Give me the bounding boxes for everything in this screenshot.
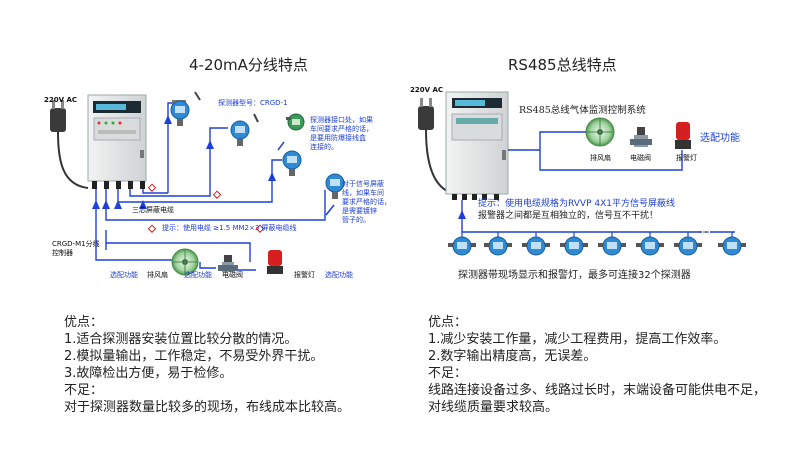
rs485-detector-2 — [484, 232, 512, 256]
right-title: RS485总线特点 — [508, 56, 617, 74]
right-con-2: 对线缆质量要求较高。 — [428, 400, 559, 415]
left-tip: 提示：使用电缆 ≥1.5 MM2×3 屏蔽电缆线 — [162, 224, 297, 232]
left-valve-label: 电磁阀 — [222, 271, 243, 279]
left-detector-2 — [230, 113, 259, 146]
left-alarm-light — [267, 250, 283, 274]
right-solenoid-valve — [630, 127, 652, 147]
left-cons-title: 不足： — [64, 383, 104, 398]
left-optional-2: 选配功能 — [184, 271, 212, 279]
left-cable-label: 三芯屏蔽电缆 — [132, 206, 174, 214]
right-con-1: 线路连接设备过多、线路过长时，末端设备可能供电不足， — [428, 383, 767, 398]
left-solenoid-valve — [218, 255, 238, 272]
left-pro-2: 2.模拟量输出，工作稳定，不易受外界干扰。 — [64, 349, 324, 364]
rs485-detector-4 — [560, 232, 588, 256]
right-summary: 优点： 1.减少安装工作量，减少工程费用，提高工作效率。 2.数字输出精度高，无… — [428, 314, 766, 416]
left-detector-model: 探测器型号：CRGD-1 — [218, 99, 288, 107]
left-controller-cabinet — [87, 94, 147, 189]
left-fan-label: 排风扇 — [147, 271, 168, 279]
right-detector-row — [448, 232, 746, 256]
left-pros-title: 优点： — [64, 315, 104, 330]
rs485-detector-7 — [674, 232, 702, 256]
right-alarm-light — [675, 122, 691, 149]
left-diagram — [50, 91, 345, 276]
left-wires — [95, 102, 326, 271]
left-summary: 优点： 1.适合探测器安装位置比较分散的情况。 2.模拟量输出，工作稳定，不易受… — [64, 314, 350, 416]
right-cons-title: 不足： — [428, 366, 468, 381]
right-optional-label: 选配功能 — [700, 133, 740, 144]
right-system-label: RS485总线气体监测控制系统 — [519, 105, 646, 116]
left-title: 4-20mA分线特点 — [189, 56, 308, 74]
left-pro-1: 1.适合探测器安装位置比较分散的情况。 — [64, 332, 298, 347]
left-exhaust-fan — [171, 248, 199, 276]
left-detector-3 — [277, 141, 302, 176]
left-power-plug — [50, 100, 89, 189]
right-detectors-caption: 探测器带现场显示和报警灯，最多可连接32个探测器 — [458, 270, 691, 281]
right-diagram — [418, 91, 746, 256]
left-optional-1: 选配功能 — [110, 271, 138, 279]
right-controller-cabinet — [445, 91, 509, 200]
right-valve-label: 电磁阀 — [630, 154, 651, 162]
rs485-detector-8 — [718, 232, 746, 256]
right-power-label: 220V AC — [410, 86, 444, 94]
left-wire-arrows — [92, 115, 276, 209]
right-tip: 提示：使用电缆规格为RVVP 4X1平方信号屏蔽线 — [478, 199, 675, 209]
rs485-detector-1 — [448, 232, 476, 256]
left-green-detector — [286, 113, 305, 131]
left-controller-label: CRGD-M1分线控制器 — [52, 240, 100, 257]
left-con-1: 对于探测器数量比较多的现场，布线成本比较高。 — [64, 400, 351, 415]
rs485-detector-6 — [636, 232, 664, 256]
right-exhaust-fan — [585, 117, 615, 147]
left-power-label: 220V AC — [44, 96, 78, 104]
left-detector-1 — [170, 91, 201, 126]
right-independent: 报警器之间都是互相独立的，信号互不干扰！ — [478, 211, 659, 221]
left-note-1: 探测器接口处，如果车间要求严格的话，是要用防爆接线盒连接的。 — [310, 116, 373, 151]
right-fan-label: 排风扇 — [590, 154, 611, 162]
right-alarm-label: 报警灯 — [676, 154, 697, 162]
rs485-detector-5 — [598, 232, 626, 256]
right-pros-title: 优点： — [428, 315, 468, 330]
left-note-2: 对于信号屏蔽线，如果车间要求严格的话，是需要镀锌管子的。 — [342, 180, 391, 224]
right-pro-1: 1.减少安装工作量，减少工程费用，提高工作效率。 — [428, 332, 727, 347]
rs485-detector-3 — [522, 232, 550, 256]
left-alarm-label: 报警灯 — [294, 271, 315, 279]
right-pro-2: 2.数字输出精度高，无误差。 — [428, 349, 597, 364]
left-optional-3: 选配功能 — [325, 271, 353, 279]
left-detector-4 — [325, 173, 345, 216]
left-pro-3: 3.故障检出方便，易于检修。 — [64, 366, 233, 381]
